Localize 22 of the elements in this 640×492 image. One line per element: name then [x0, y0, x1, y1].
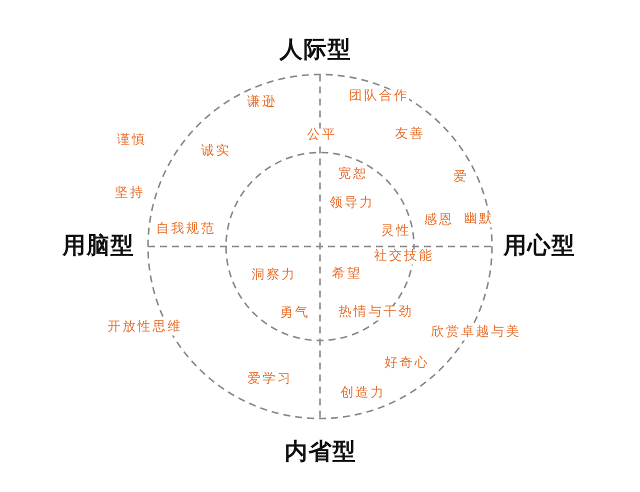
trait-label: 诚实 [199, 144, 231, 160]
trait-label: 感恩 [422, 214, 454, 228]
trait-label: 坚持 [113, 186, 145, 202]
trait-label: 欣赏卓越与美 [429, 326, 521, 340]
trait-label: 热情与干劲 [336, 306, 414, 320]
category-label: 用心型 [502, 232, 576, 260]
trait-label: 勇气 [278, 306, 310, 322]
trait-label: 开放性思维 [106, 320, 182, 336]
category-label: 人际型 [278, 36, 352, 64]
category-label: 内省型 [284, 438, 356, 466]
trait-label: 团队合作 [347, 90, 409, 104]
trait-label: 希望 [330, 268, 362, 282]
trait-label: 灵性 [379, 224, 411, 240]
trait-label: 公平 [305, 128, 337, 144]
trait-label: 宽恕 [336, 168, 368, 182]
trait-label: 好奇心 [382, 356, 430, 372]
trait-label: 谦逊 [245, 96, 277, 110]
trait-label: 谨慎 [115, 134, 147, 148]
trait-label: 友善 [393, 128, 425, 142]
trait-label: 社交技能 [372, 250, 434, 264]
category-label: 用脑型 [62, 232, 134, 260]
trait-label: 幽默 [462, 212, 494, 228]
